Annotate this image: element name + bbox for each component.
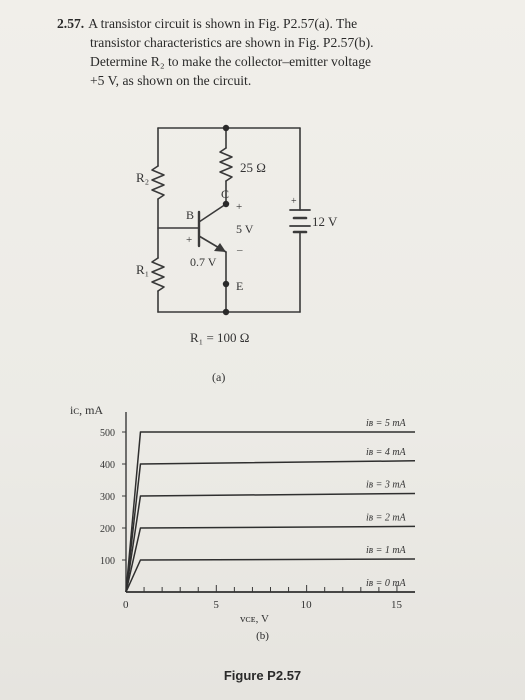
curve-label-1: iʙ = 4 mA [366,447,407,458]
rc-label: 25 Ω [240,160,266,175]
figure-caption: Figure P2.57 [223,668,302,683]
y-tick-label-400: 400 [100,460,115,471]
curve-label-2: iʙ = 3 mA [366,479,407,490]
curve-label-3: iʙ = 2 mA [366,512,407,523]
problem-number: 2.57. [57,16,85,31]
problem-line-3: Determine R₂ to make the collector–emitt… [90,54,372,69]
r2-label: R₂ [136,170,149,185]
base-plus: + [186,234,192,246]
curve-label-5: iʙ = 0 mA [366,578,407,589]
node-bottom [222,308,230,316]
y-axis-label: iᴄ, mA [70,403,103,417]
y-tick-label-300: 300 [100,492,115,503]
y-tick-label-100: 100 [100,556,115,567]
r2-resistor [151,165,165,200]
characteristics-chart: iᴄ, mA vᴄᴇ, V 0 5 10 15 100 200 300 400 500 iʙ = … [70,403,416,625]
emitter-label: E [236,279,243,293]
node-emitter [222,280,230,288]
curve-ib-4 [125,558,416,593]
battery-plus: + [291,196,297,207]
emitter-arrow [214,243,226,252]
problem-line-2: transistor characteristics are shown in … [90,35,374,50]
x-tick-label-10: 10 [301,599,313,611]
curve-ib-3 [125,525,416,593]
curve-ib-2 [125,492,416,593]
x-axis-label: vᴄᴇ, V [240,613,269,625]
r1-value-label: R₁ = 100 Ω [190,330,249,345]
node-collector [222,200,230,208]
base-label: B [186,208,194,222]
node-top [222,124,230,132]
curve-label-4: iʙ = 1 mA [366,545,407,556]
x-tick-label-5: 5 [213,599,219,611]
curve-ib-0 [125,431,415,593]
vbe-label: 0.7 V [190,255,217,269]
y-tick-label-200: 200 [100,524,115,535]
r1-resistor [151,257,165,292]
rc-resistor [219,147,233,182]
circuit-diagram: R₂ R₁ 25 Ω C + B 5 V + – 0.7 V E + 12 V … [136,124,338,384]
caption-b: (b) [256,630,269,642]
vce-label: 5 V [236,222,254,236]
problem-text: 2.57.A transistor circuit is shown in Fi… [57,14,477,90]
collector-label: C [221,187,229,201]
source-label: 12 V [312,214,338,229]
curve-label-0: iʙ = 5 mA [366,418,407,429]
x-tick-label-0: 0 [123,599,129,611]
collector-plus: + [236,201,242,213]
caption-a: (a) [212,370,225,384]
curve-ib-1 [125,460,416,593]
r1-label: R₁ [136,262,149,277]
emitter-minus: – [236,244,243,256]
problem-line-1: 2.57.A transistor circuit is shown in Fi… [57,16,358,31]
x-tick-label-15: 15 [391,599,403,611]
problem-line-4: +5 V, as shown on the circuit. [90,73,252,88]
y-tick-label-500: 500 [100,428,115,439]
